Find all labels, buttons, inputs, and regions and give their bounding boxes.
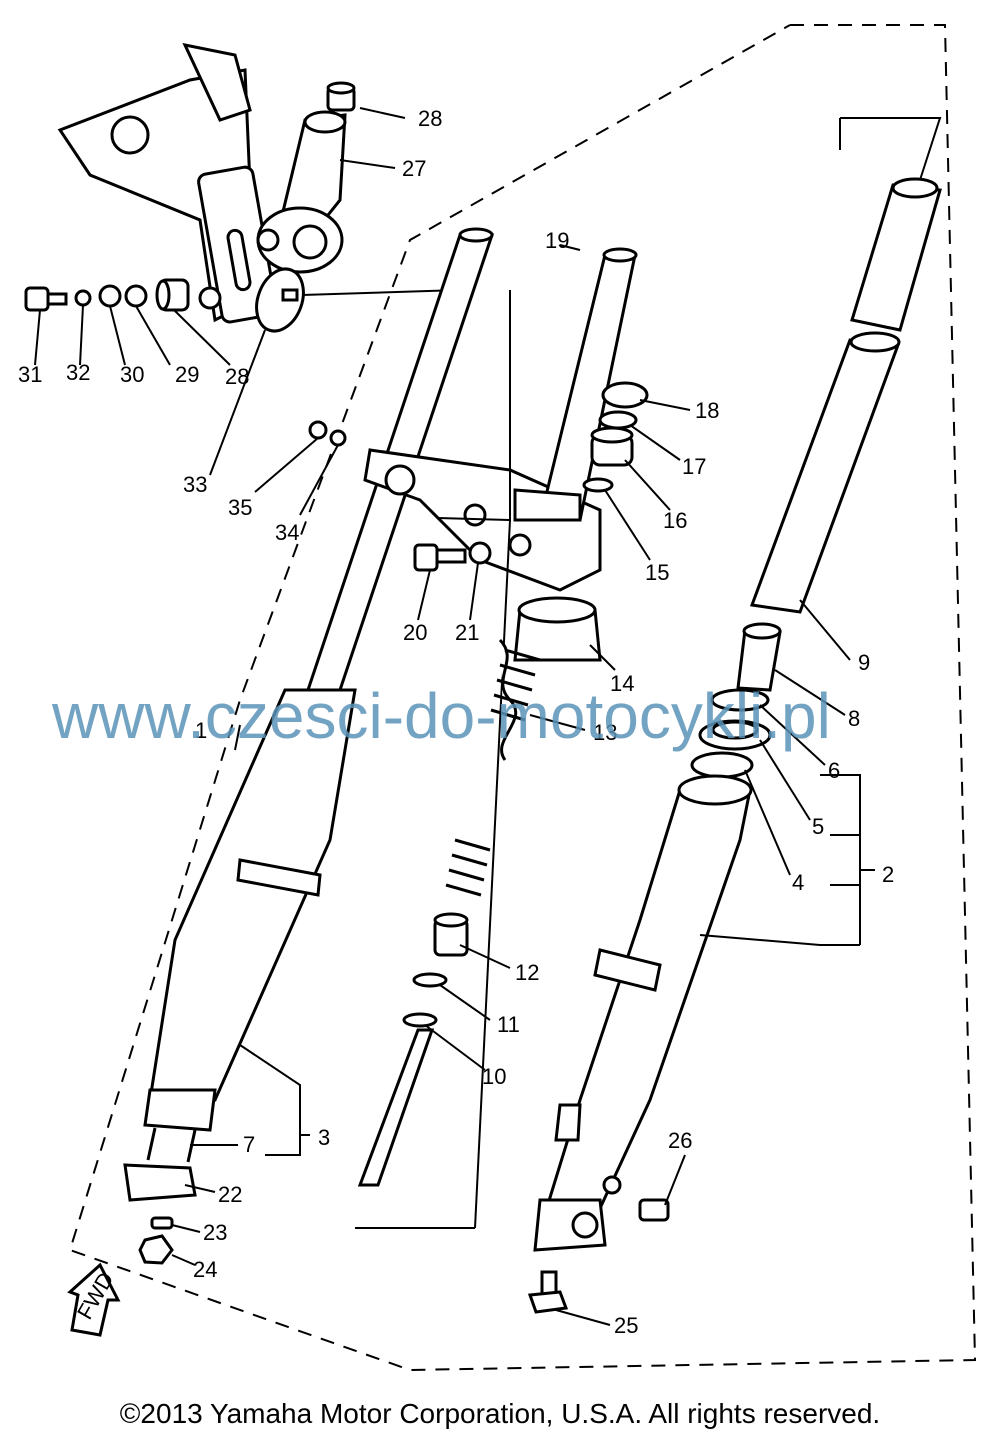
- callout-29: 29: [175, 362, 199, 387]
- bolt-31: [24, 286, 68, 312]
- cover-18: [601, 381, 649, 409]
- callout-14: 14: [610, 671, 634, 696]
- callout-11: 11: [497, 1012, 520, 1037]
- grommet-28-side: [155, 278, 190, 312]
- callout-1: 1: [195, 718, 207, 743]
- callout-30: 30: [120, 362, 144, 387]
- damper-rod: [357, 1028, 435, 1187]
- callout-6: 6: [828, 758, 840, 783]
- spring-13: [490, 648, 541, 722]
- callout-20: 20: [403, 620, 427, 645]
- cover-14: [513, 596, 602, 662]
- callout-3: 3: [318, 1125, 330, 1150]
- callout-19: 19: [545, 228, 569, 253]
- callout-27: 27: [402, 156, 426, 181]
- callout-10: 10: [482, 1064, 506, 1089]
- drain-bolt-25: [527, 1270, 569, 1314]
- right-outer-tube-2: [533, 774, 753, 1252]
- headlight-bracket: [57, 42, 278, 324]
- callout-4: 4: [792, 870, 804, 895]
- callout-7: 7: [243, 1132, 255, 1157]
- washer-23: [150, 1216, 174, 1230]
- spring-9: [749, 177, 942, 614]
- callout-16: 16: [663, 508, 687, 533]
- assembly-boundary: [68, 24, 977, 1372]
- nut-24: [138, 1234, 174, 1265]
- piston-12: [433, 912, 469, 957]
- callout-22: 22: [218, 1182, 242, 1207]
- callout-31: 31: [18, 362, 42, 387]
- washer-30: [98, 284, 122, 308]
- callout-33: 33: [183, 472, 207, 497]
- callout-24: 24: [193, 1257, 217, 1282]
- watermark-text: www.czesci-do-motocykli.pl: [51, 680, 831, 752]
- spacer-8: [736, 622, 782, 692]
- callout-17: 17: [682, 454, 706, 479]
- callout-32: 32: [66, 360, 90, 385]
- oil-seal-5: [698, 719, 772, 751]
- callout-35: 35: [228, 495, 252, 520]
- pinch-bolt-20: [413, 543, 467, 572]
- axle-holder-22: [123, 1163, 197, 1202]
- bolt-26: [602, 1175, 670, 1222]
- callout-13: 13: [593, 720, 617, 745]
- callouts: 28 27 19 31 32 30 29 28 18 17 16 33 35 3…: [18, 106, 894, 1338]
- callout-8: 8: [848, 706, 860, 731]
- headlight-stay-27: [256, 110, 347, 274]
- callout-21: 21: [455, 620, 479, 645]
- callout-9: 9: [858, 650, 870, 675]
- callout-26: 26: [668, 1128, 692, 1153]
- callout-28-top: 28: [418, 106, 442, 131]
- damper-assembly: [355, 519, 541, 1229]
- callout-15: 15: [645, 560, 669, 585]
- o-ring-15: [582, 477, 614, 493]
- bearing-16: [590, 426, 634, 467]
- fwd-arrow: FWD: [67, 1262, 121, 1337]
- copyright-notice: ©2013 Yamaha Motor Corporation, U.S.A. A…: [119, 1398, 881, 1429]
- collar-29: [124, 284, 148, 308]
- clip-6: [710, 688, 770, 712]
- ring-10: [402, 1012, 438, 1028]
- spring-13-lower: [445, 838, 491, 897]
- washer-35: [308, 420, 328, 440]
- steering-stem-19: [513, 247, 638, 522]
- washer-4: [690, 751, 754, 779]
- callout-34: 34: [275, 520, 299, 545]
- callout-5: 5: [812, 814, 824, 839]
- lock-washer-32: [74, 289, 92, 307]
- callout-12: 12: [515, 960, 539, 985]
- callout-23: 23: [203, 1220, 227, 1245]
- callout-2: 2: [882, 862, 894, 887]
- cap-33: [255, 267, 305, 333]
- nut-34: [329, 429, 347, 447]
- callout-25: 25: [614, 1313, 638, 1338]
- washer-21: [468, 541, 492, 565]
- callout-28-side: 28: [225, 364, 249, 389]
- callout-18: 18: [695, 398, 719, 423]
- grommet-28-top: [326, 81, 356, 112]
- ring-11: [412, 972, 448, 988]
- leader-lines: [34, 107, 942, 1326]
- studs-7: [146, 1127, 197, 1163]
